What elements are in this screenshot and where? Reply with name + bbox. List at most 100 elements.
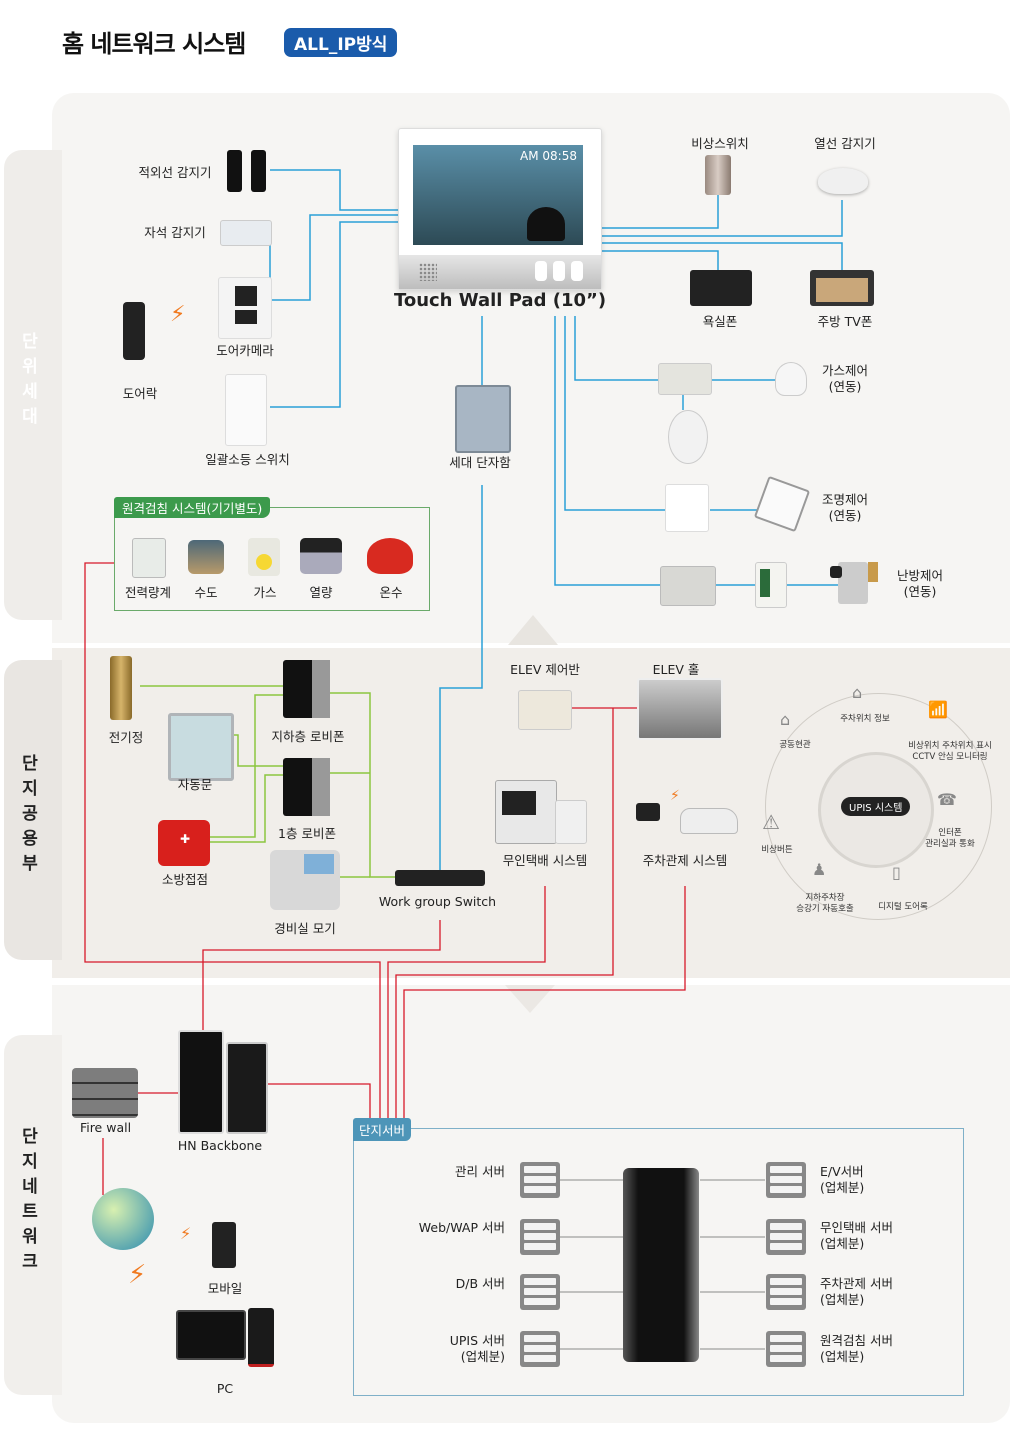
device-label: 전기정 bbox=[108, 730, 144, 745]
heat-sensor-icon bbox=[818, 168, 868, 194]
server-icon bbox=[520, 1331, 560, 1367]
section-tab-unit bbox=[4, 150, 62, 620]
gas-valve-icon bbox=[775, 362, 807, 396]
intercom-icon: ☎ bbox=[937, 790, 957, 809]
firewall-icon bbox=[72, 1068, 138, 1118]
upis-item: 인터폰 관리실과 통화 bbox=[925, 828, 975, 849]
server-label: 주차관제 서버 (업체분) bbox=[820, 1276, 893, 1307]
backbone-rack-icon bbox=[178, 1030, 224, 1134]
elevator-panel-icon bbox=[518, 690, 572, 730]
server-icon bbox=[520, 1274, 560, 1310]
cctv-icon: 📶 bbox=[928, 700, 948, 719]
cabinet-icon bbox=[455, 385, 511, 453]
backbone-tower-icon bbox=[226, 1042, 268, 1134]
wallpad-panel bbox=[399, 255, 601, 289]
wireless-bolt-icon: ⚡ bbox=[180, 1224, 192, 1243]
upis-item: 비상위치 주차위치 표시 CCTV 안심 모니터링 bbox=[908, 741, 992, 762]
section-label-common: 단지공용부 bbox=[22, 754, 38, 874]
server-label: 원격검침 서버 (업체분) bbox=[820, 1333, 893, 1364]
door-lock-icon bbox=[123, 302, 145, 360]
device-label: 열선 감지기 bbox=[814, 136, 876, 151]
upis-item: 디지털 도어록 bbox=[878, 902, 928, 912]
electric-strike-icon bbox=[110, 656, 132, 720]
pc-tower-icon bbox=[248, 1308, 274, 1367]
gas-controller-icon bbox=[658, 363, 712, 395]
device-label: 비상스위치 bbox=[691, 136, 749, 151]
device-label: 도어카메라 bbox=[216, 343, 274, 358]
monitor-icon bbox=[636, 803, 660, 821]
section-label-network: 단지네트워크 bbox=[22, 1127, 38, 1272]
server-label: 관리 서버 bbox=[455, 1164, 505, 1179]
elevator-call-icon: ♟ bbox=[812, 860, 827, 879]
metering-title: 원격검침 시스템(기기별도) bbox=[114, 497, 271, 518]
control-label: 가스제어(연동) bbox=[821, 363, 868, 394]
upis-item: 공동현관 bbox=[779, 740, 811, 750]
thermostat-icon bbox=[755, 562, 787, 608]
speaker-icon bbox=[419, 263, 437, 281]
server-label: 무인택배 서버 (업체분) bbox=[820, 1220, 893, 1251]
device-label: Work group Switch bbox=[378, 894, 497, 909]
common-entrance-icon: ⌂ bbox=[780, 710, 791, 729]
device-label: ELEV 홀 bbox=[652, 662, 700, 677]
device-label: 자석 감지기 bbox=[144, 225, 206, 240]
server-label: E/V서버 (업체분) bbox=[820, 1164, 865, 1195]
lobby-phone-icon bbox=[283, 758, 330, 816]
wallpad-button[interactable] bbox=[535, 261, 547, 281]
server-icon bbox=[766, 1274, 806, 1310]
switch-icon bbox=[395, 870, 485, 886]
server-group-tag: 단지서버 bbox=[353, 1118, 412, 1141]
device-label: 주방 TV폰 bbox=[817, 314, 873, 329]
meter-label: 온수 bbox=[379, 585, 403, 600]
light-control-switch-icon bbox=[665, 484, 709, 532]
device-label: ELEV 제어반 bbox=[510, 662, 580, 677]
upis-center-label: UPIS 시스템 bbox=[841, 797, 911, 816]
pc-monitor-icon bbox=[176, 1310, 246, 1360]
page-title: 홈 네트워크 시스템 bbox=[62, 30, 246, 58]
ir-sensor-icon bbox=[251, 150, 266, 192]
meter-label: 수도 bbox=[194, 585, 218, 600]
device-label: 도어락 bbox=[122, 386, 158, 401]
device-label: 모바일 bbox=[207, 1281, 243, 1296]
device-label: 세대 단자함 bbox=[449, 455, 511, 470]
wallpad-clock: AM 08:58 bbox=[520, 149, 577, 163]
server-rack-icon bbox=[623, 1168, 699, 1362]
all-ip-badge: ALL_IP방식 bbox=[284, 28, 398, 57]
kitchen-tv-phone-icon bbox=[810, 270, 874, 306]
wireless-bolt-icon: ⚡ bbox=[128, 1260, 147, 1290]
digital-doorlock-icon: ▯ bbox=[892, 863, 901, 882]
emergency-button-icon: ⚠ bbox=[762, 810, 780, 834]
device-label: PC bbox=[216, 1381, 234, 1396]
server-icon bbox=[520, 1219, 560, 1255]
section-tab-common bbox=[4, 660, 62, 960]
heating-controller-icon bbox=[660, 566, 716, 606]
wireless-bolt-icon: ⚡ bbox=[170, 302, 186, 327]
wallpad-button[interactable] bbox=[553, 261, 565, 281]
device-label: Fire wall bbox=[79, 1120, 132, 1135]
gas-meter-icon bbox=[248, 538, 280, 576]
meter-label: 전력량계 bbox=[124, 585, 171, 600]
arrow-down-icon bbox=[505, 985, 555, 1013]
hot-water-meter-icon bbox=[367, 538, 413, 574]
upis-item: 비상버튼 bbox=[761, 845, 793, 855]
device-label: 소방접점 bbox=[161, 872, 208, 887]
wallpad-button[interactable] bbox=[571, 261, 583, 281]
wallpad-device: AM 08:58 bbox=[398, 128, 602, 290]
mobile-icon bbox=[212, 1222, 236, 1268]
server-icon bbox=[766, 1162, 806, 1198]
tree-icon bbox=[527, 207, 565, 241]
magnetic-sensor-icon bbox=[220, 220, 272, 246]
gas-detector-icon bbox=[668, 410, 708, 464]
upis-ring bbox=[765, 693, 992, 920]
auto-door-icon bbox=[168, 713, 234, 781]
server-label: Web/WAP 서버 bbox=[418, 1220, 505, 1235]
lobby-phone-icon bbox=[283, 660, 330, 718]
section-tab-network bbox=[4, 1035, 62, 1395]
parcel-box-icon bbox=[555, 800, 587, 844]
emergency-switch-icon bbox=[705, 155, 731, 195]
server-icon bbox=[766, 1219, 806, 1255]
power-meter-icon bbox=[132, 538, 166, 578]
parcel-locker-icon bbox=[495, 780, 557, 844]
bathroom-phone-icon bbox=[690, 270, 752, 306]
device-label: 자동문 bbox=[177, 777, 213, 792]
device-label: 일괄소등 스위치 bbox=[205, 452, 290, 467]
